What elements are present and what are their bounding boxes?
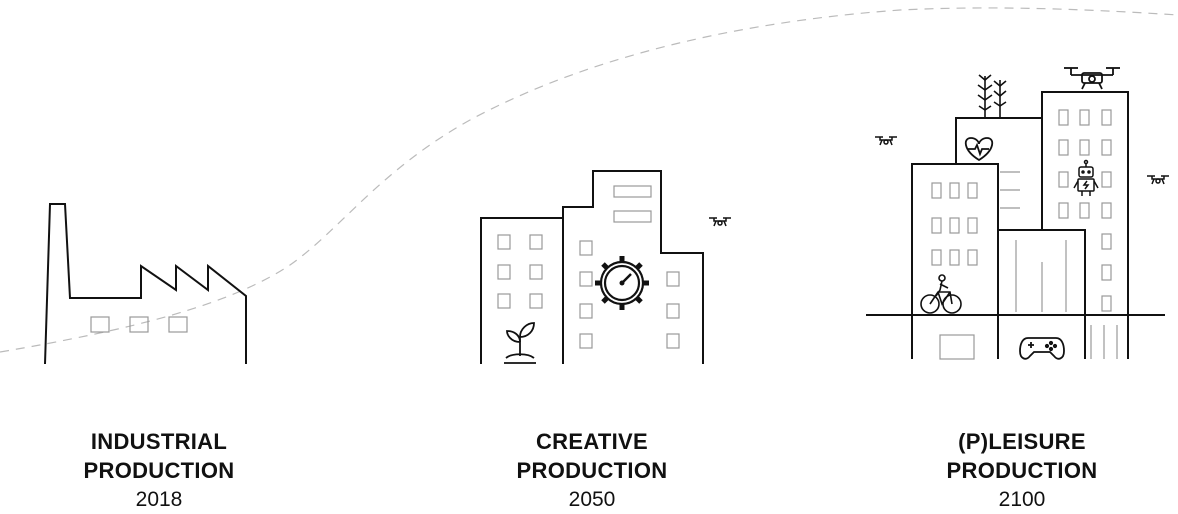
stage-label-creative: CREATIVE PRODUCTION 2050 <box>462 427 722 514</box>
cyclist-icon <box>920 274 962 314</box>
drone-icon <box>875 136 897 146</box>
stage-title-line2: PRODUCTION <box>83 458 235 483</box>
stage-year: 2050 <box>568 488 616 511</box>
factory-icon <box>44 203 247 365</box>
gear-icon <box>595 256 649 310</box>
stage-title-line2: PRODUCTION <box>946 458 1098 483</box>
large-drone-icon <box>1064 67 1120 90</box>
drone-icon <box>709 217 731 227</box>
stage-title-line1: CREATIVE <box>535 429 648 454</box>
robot-icon <box>1073 159 1099 196</box>
stage-label-pleisure: (P)LEISURE PRODUCTION 2100 <box>892 427 1152 514</box>
leisure-city <box>866 91 1165 360</box>
timeline-curve <box>0 7 1178 353</box>
wheat-icon <box>977 74 1007 118</box>
gamepad-icon <box>1019 337 1065 360</box>
stage-title-line1: (P)LEISURE <box>958 429 1086 454</box>
sprout-icon <box>504 322 536 364</box>
stage-label-industrial: INDUSTRIAL PRODUCTION 2018 <box>29 427 289 514</box>
stage-year: 2018 <box>135 488 183 511</box>
stage-year: 2100 <box>998 488 1046 511</box>
creative-buildings <box>480 170 704 364</box>
heart-icon <box>964 137 994 162</box>
stage-title-line1: INDUSTRIAL <box>90 429 228 454</box>
drone-icon <box>1147 175 1169 185</box>
stage-title-line2: PRODUCTION <box>516 458 668 483</box>
